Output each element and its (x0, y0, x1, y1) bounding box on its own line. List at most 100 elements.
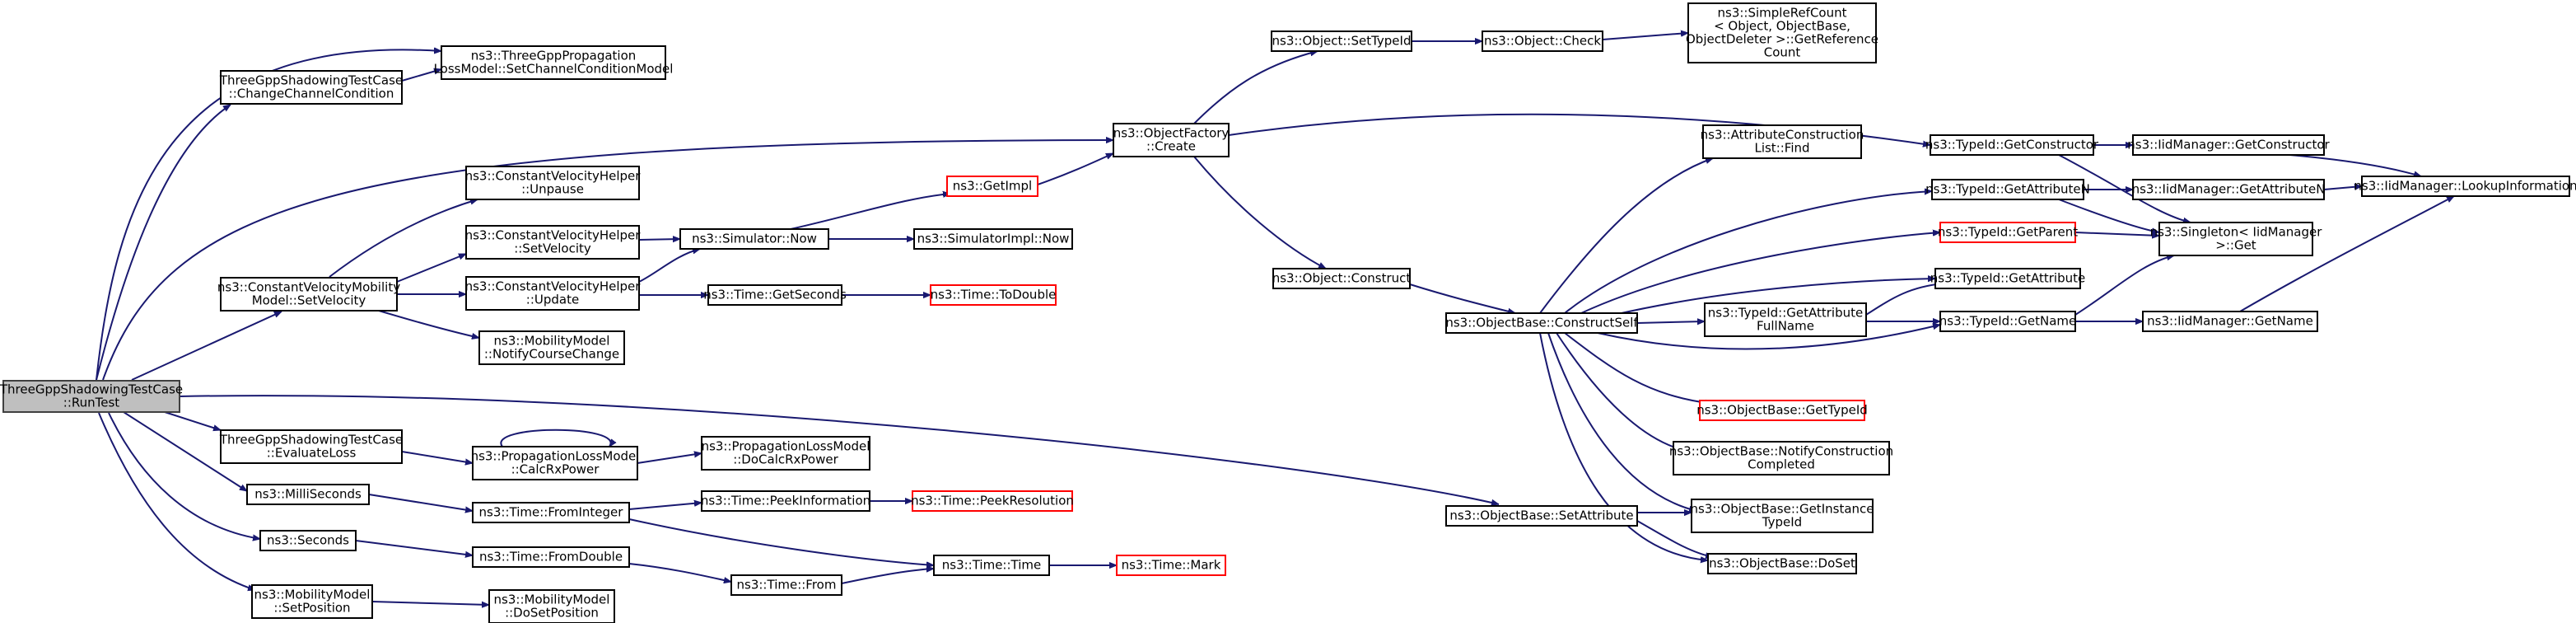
edge-obcs-to-tgp (1580, 232, 1940, 314)
node-imgn[interactable]: ns3::IidManager::GetName (2142, 311, 2318, 332)
edge-imgc-to-imli (2289, 154, 2421, 176)
edge-root-to-scm (96, 49, 441, 381)
node-mark[interactable]: ns3::Time::Mark (1116, 555, 1226, 576)
node-tgp[interactable]: ns3::TypeId::GetParent (1938, 222, 2078, 243)
node-imgc[interactable]: ns3::IidManager::GetConstructor (2127, 134, 2331, 156)
node-label: ns3::Time::ToDouble (931, 288, 1057, 302)
node-sec[interactable]: ns3::Seconds (259, 530, 357, 551)
node-obcs[interactable]: ns3::ObjectBase::ConstructSelf (1445, 312, 1638, 334)
node-imli[interactable]: ns3::IidManager::LookupInformation (2354, 176, 2576, 197)
node-cvmsv[interactable]: ns3::ConstantVelocityMobilityModel::SetV… (217, 277, 400, 312)
node-cvhup[interactable]: ns3::ConstantVelocityHelper::Update (465, 276, 642, 311)
node-box (472, 502, 630, 523)
node-label: ns3::GetImpl (953, 179, 1032, 194)
node-label: ns3::Object::Construct (1272, 271, 1412, 286)
node-mmdsp[interactable]: ns3::MobilityModel::DoSetPosition (488, 589, 615, 623)
node-siminow[interactable]: ns3::SimulatorImpl::Now (913, 228, 1073, 250)
node-mmsp[interactable]: ns3::MobilityModel::SetPosition (251, 584, 373, 619)
node-pi[interactable]: ns3::Time::PeekInformation (701, 490, 870, 512)
node-label: ns3::TypeId::GetParent (1938, 225, 2078, 240)
node-imgan[interactable]: ns3::IidManager::GetAttributeN (2132, 179, 2326, 200)
node-box (472, 546, 630, 568)
node-obsa[interactable]: ns3::ObjectBase::SetAttribute (1445, 505, 1638, 527)
edge-root-to-mmsp (98, 412, 255, 590)
node-box (1939, 311, 2076, 332)
node-box (251, 584, 373, 619)
edge-imgn-to-imli (2239, 195, 2454, 312)
node-box (2, 380, 180, 413)
node-time[interactable]: ns3::Time::Time (933, 555, 1050, 576)
node-ms[interactable]: ns3::MilliSeconds (246, 484, 370, 505)
node-root[interactable]: ThreeGppShadowingTestCase::RunTest (0, 380, 183, 413)
node-ost[interactable]: ns3::Object::SetTypeId (1271, 30, 1412, 52)
node-fi[interactable]: ns3::Time::FromInteger (472, 502, 630, 523)
node-box (2132, 134, 2325, 156)
node-ochk[interactable]: ns3::Object::Check (1482, 30, 1603, 52)
node-label: ns3::Time::PeekInformation (701, 494, 870, 508)
node-crx[interactable]: ns3::PropagationLossModel::CalcRxPower (471, 446, 640, 480)
node-box (701, 436, 870, 471)
node-obncc[interactable]: ns3::ObjectBase::NotifyConstructionCompl… (1669, 441, 1893, 475)
node-getsec[interactable]: ns3::Time::GetSeconds (703, 284, 847, 306)
node-obgt[interactable]: ns3::ObjectBase::GetTypeId (1696, 400, 1868, 421)
node-label: ThreeGppShadowingTestCase (219, 433, 403, 447)
node-getimpl[interactable]: ns3::GetImpl (946, 176, 1038, 197)
node-todouble[interactable]: ns3::Time::ToDouble (930, 284, 1057, 306)
node-scm[interactable]: ns3::ThreeGppPropagationLossModel::SetCh… (434, 45, 674, 80)
node-sing[interactable]: ns3::Singleton< IidManager >::Get (2150, 222, 2323, 256)
node-label: ::SetVelocity (514, 241, 591, 256)
edge-root-to-ms (123, 411, 247, 492)
node-box (259, 530, 357, 551)
node-fd[interactable]: ns3::Time::FromDouble (472, 546, 630, 568)
node-src[interactable]: ns3::SimpleRefCount< Object, ObjectBase,… (1686, 2, 1878, 63)
node-tgan[interactable]: ns3::TypeId::GetAttributeN (1925, 179, 2090, 200)
edge-obcs-to-tgan (1564, 191, 1932, 314)
node-label: ::Create (1146, 139, 1196, 154)
node-ccc[interactable]: ThreeGppShadowingTestCase::ChangeChannel… (219, 70, 403, 105)
node-label: ns3::SimulatorImpl::Now (917, 232, 1070, 246)
edge-ccc-to-scm (401, 69, 441, 82)
edge-tgan-to-sing (2058, 199, 2159, 232)
node-label: Model::SetVelocity (252, 293, 366, 308)
node-ocon[interactable]: ns3::Object::Construct (1272, 268, 1412, 289)
node-cvhun[interactable]: ns3::ConstantVelocityHelper::Unpause (465, 166, 642, 200)
node-from[interactable]: ns3::Time::From (730, 574, 842, 596)
edge-root-to-sec (108, 412, 260, 539)
node-box (2142, 311, 2318, 332)
node-cvhsv[interactable]: ns3::ConstantVelocityHelper::SetVelocity (465, 225, 642, 260)
edge-cvhup-to-simnow (638, 249, 700, 283)
node-label: ns3::Singleton< IidManager (2150, 225, 2323, 240)
node-ofc[interactable]: ns3::ObjectFactory::Create (1113, 123, 1230, 157)
edge-obcs-to-aclf (1539, 157, 1713, 314)
node-tga[interactable]: ns3::TypeId::GetAttribute (1930, 268, 2085, 289)
node-tgn[interactable]: ns3::TypeId::GetName (1939, 311, 2076, 332)
node-box (2361, 176, 2570, 197)
node-obds[interactable]: ns3::ObjectBase::DoSet (1707, 553, 1857, 574)
edge-obsa-to-obds (1636, 520, 1713, 557)
node-tgc[interactable]: ns3::TypeId::GetConstructor (1925, 134, 2099, 156)
node-box (1482, 30, 1603, 52)
node-label: ns3::MobilityModel (494, 593, 610, 607)
node-label: ns3::Time::FromInteger (479, 505, 624, 520)
node-simnow[interactable]: ns3::Simulator::Now (679, 228, 829, 250)
node-label: ::Unpause (521, 182, 584, 197)
node-label: ns3::IidManager::GetAttributeN (2132, 182, 2326, 197)
node-pr[interactable]: ns3::Time::PeekResolution (911, 490, 1074, 512)
node-box (946, 176, 1038, 197)
node-box (488, 589, 615, 623)
edge-obcs-to-obgit (1547, 332, 1696, 511)
node-box (220, 429, 403, 464)
edge-cvmsv-to-mmncc (378, 310, 479, 338)
edge-cvmsv-to-cvhun (329, 199, 478, 278)
node-box (930, 284, 1057, 306)
edge-root-to-obsa (179, 395, 1499, 504)
node-dcrx[interactable]: ns3::PropagationLossModel::DoCalcRxPower (701, 436, 870, 471)
node-box (1116, 555, 1226, 576)
node-el[interactable]: ThreeGppShadowingTestCase::EvaluateLoss (219, 429, 403, 464)
edge-crx-to-crx (500, 429, 610, 447)
node-mmncc[interactable]: ns3::MobilityModel::NotifyCourseChange (478, 330, 625, 365)
